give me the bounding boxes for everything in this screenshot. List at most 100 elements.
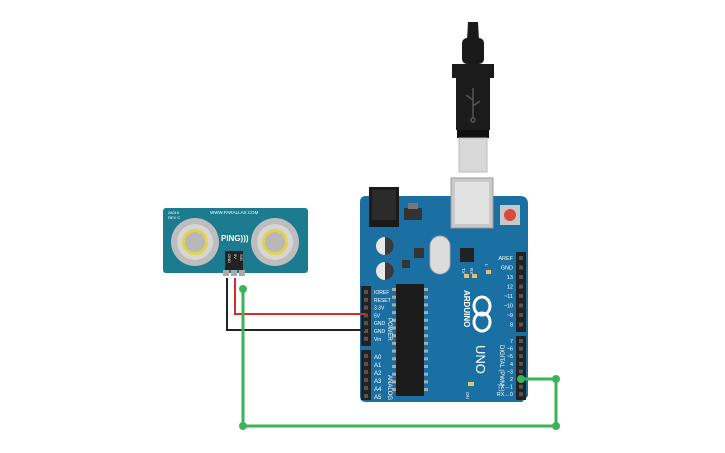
digital-pin-label: 7 — [510, 339, 513, 345]
analog-header — [361, 350, 371, 400]
digital-pin[interactable] — [519, 275, 523, 279]
on-label: ON — [465, 392, 470, 399]
digital-pin[interactable] — [519, 294, 523, 298]
atmega-chip — [396, 284, 424, 396]
digital-header-top — [516, 252, 526, 332]
arduino-logo-text: ARDUINO — [462, 290, 471, 327]
digital-pin[interactable] — [519, 265, 523, 270]
digital-pin[interactable] — [519, 346, 523, 351]
digital-pin-label: 2 — [510, 377, 513, 383]
digital-pin[interactable] — [519, 392, 523, 397]
digital-header-bottom — [516, 336, 526, 400]
analog-pin-label: A3 — [374, 379, 382, 385]
usb-icon — [465, 88, 481, 123]
digital-pin[interactable] — [519, 339, 523, 343]
sensor-transducer-right — [251, 218, 299, 266]
digital-pin[interactable] — [519, 284, 523, 289]
led-rx — [472, 274, 477, 278]
sensor-pin-gnd[interactable] — [223, 270, 229, 276]
usb-cable[interactable] — [452, 22, 494, 173]
digital-pin[interactable] — [519, 256, 523, 260]
sensor-pin-sig-label: SIG — [239, 254, 244, 261]
power-pin-label: 3.3V — [374, 306, 385, 312]
analog-header-label: ANALOG IN — [386, 375, 392, 408]
analog-pin-label: A0 — [374, 355, 382, 361]
led-on — [468, 382, 474, 386]
digital-pin[interactable] — [519, 369, 523, 374]
digital-pin-label: 12 — [507, 285, 513, 291]
power-pin-label: IOREF — [374, 290, 389, 296]
led-l — [486, 270, 491, 274]
digital-pin-label: 8 — [510, 323, 513, 329]
analog-pin[interactable] — [364, 354, 368, 358]
led-tx — [464, 274, 469, 278]
analog-pin-label: A2 — [374, 371, 382, 377]
sensor-model: PING))) — [221, 234, 249, 243]
digital-header-label: DIGITAL (PWM~) — [498, 345, 504, 392]
power-pin-label: GND — [374, 321, 386, 327]
digital-pin-label: ~6 — [507, 347, 513, 353]
crystal-oscillator — [429, 235, 451, 275]
wire-junction[interactable] — [552, 375, 560, 383]
digital-pin-label: 4 — [510, 362, 513, 368]
digital-pin[interactable] — [519, 354, 523, 359]
usb-controller-chip — [460, 248, 474, 262]
power-pin-label: Vin — [374, 337, 381, 343]
sensor-part-number: 28015 REV C — [168, 210, 180, 220]
digital-pin[interactable] — [519, 384, 523, 389]
digital-pin[interactable] — [519, 313, 523, 317]
power-pin[interactable] — [364, 305, 368, 310]
digital-pin-label: ~5 — [507, 354, 513, 360]
power-pin[interactable] — [364, 297, 368, 302]
analog-pin[interactable] — [364, 386, 368, 390]
wire-5v[interactable] — [234, 278, 365, 315]
wire-junction[interactable] — [239, 285, 247, 293]
power-pin[interactable] — [364, 336, 368, 341]
digital-pin-label: ~10 — [504, 304, 513, 310]
wire-junction[interactable] — [552, 422, 560, 430]
digital-pin-label: ~3 — [507, 369, 513, 375]
digital-pin[interactable] — [519, 322, 523, 327]
power-pin[interactable] — [364, 313, 368, 318]
wire-ground[interactable] — [226, 278, 365, 331]
sensor-pin-5v[interactable] — [231, 270, 237, 276]
power-pin-label: 5V — [374, 313, 381, 319]
power-pin[interactable] — [364, 329, 368, 333]
sensor-transducer-left — [171, 218, 219, 266]
wire-junction[interactable] — [517, 375, 525, 383]
digital-pin[interactable] — [519, 361, 523, 366]
power-pin[interactable] — [364, 290, 368, 294]
analog-pin-label: A5 — [374, 395, 382, 401]
digital-pin-label: ~11 — [504, 294, 513, 300]
power-pin-label: RESET — [374, 298, 391, 304]
voltage-regulator — [404, 208, 422, 220]
led-l-label: L — [484, 264, 489, 267]
power-header-label: POWER — [386, 318, 392, 341]
wire-junction[interactable] — [239, 422, 247, 430]
sensor-website: WWW.PARALLAX.COM — [210, 210, 259, 215]
digital-pin-label: GND — [501, 266, 513, 272]
power-pin-label: GND — [374, 329, 386, 335]
led-tx-label: TX — [461, 268, 466, 274]
analog-pin[interactable] — [364, 394, 368, 398]
analog-pin[interactable] — [364, 370, 368, 374]
analog-pin-label: A4 — [374, 387, 382, 393]
analog-pin[interactable] — [364, 362, 368, 366]
analog-pin[interactable] — [364, 378, 368, 382]
digital-pin-label: AREF — [498, 256, 513, 262]
led-rx-label: RX — [469, 268, 474, 274]
analog-pin-label: A1 — [374, 363, 382, 369]
power-pin[interactable] — [364, 321, 368, 326]
ping-ultrasonic-sensor[interactable]: 28015 REV C WWW.PARALLAX.COM PING))) GND… — [163, 208, 308, 276]
arduino-logo-icon — [472, 295, 492, 333]
digital-pin-label: RX←0 — [497, 392, 513, 398]
sensor-pin-sig[interactable] — [239, 270, 245, 276]
digital-pin-label: ~9 — [507, 313, 513, 319]
digital-pin-label: 13 — [507, 275, 513, 281]
digital-pin-label: TX→1 — [497, 385, 513, 391]
reset-button-cap[interactable] — [504, 209, 516, 221]
arduino-model-text: UNO — [473, 345, 488, 374]
digital-pin[interactable] — [519, 303, 523, 308]
